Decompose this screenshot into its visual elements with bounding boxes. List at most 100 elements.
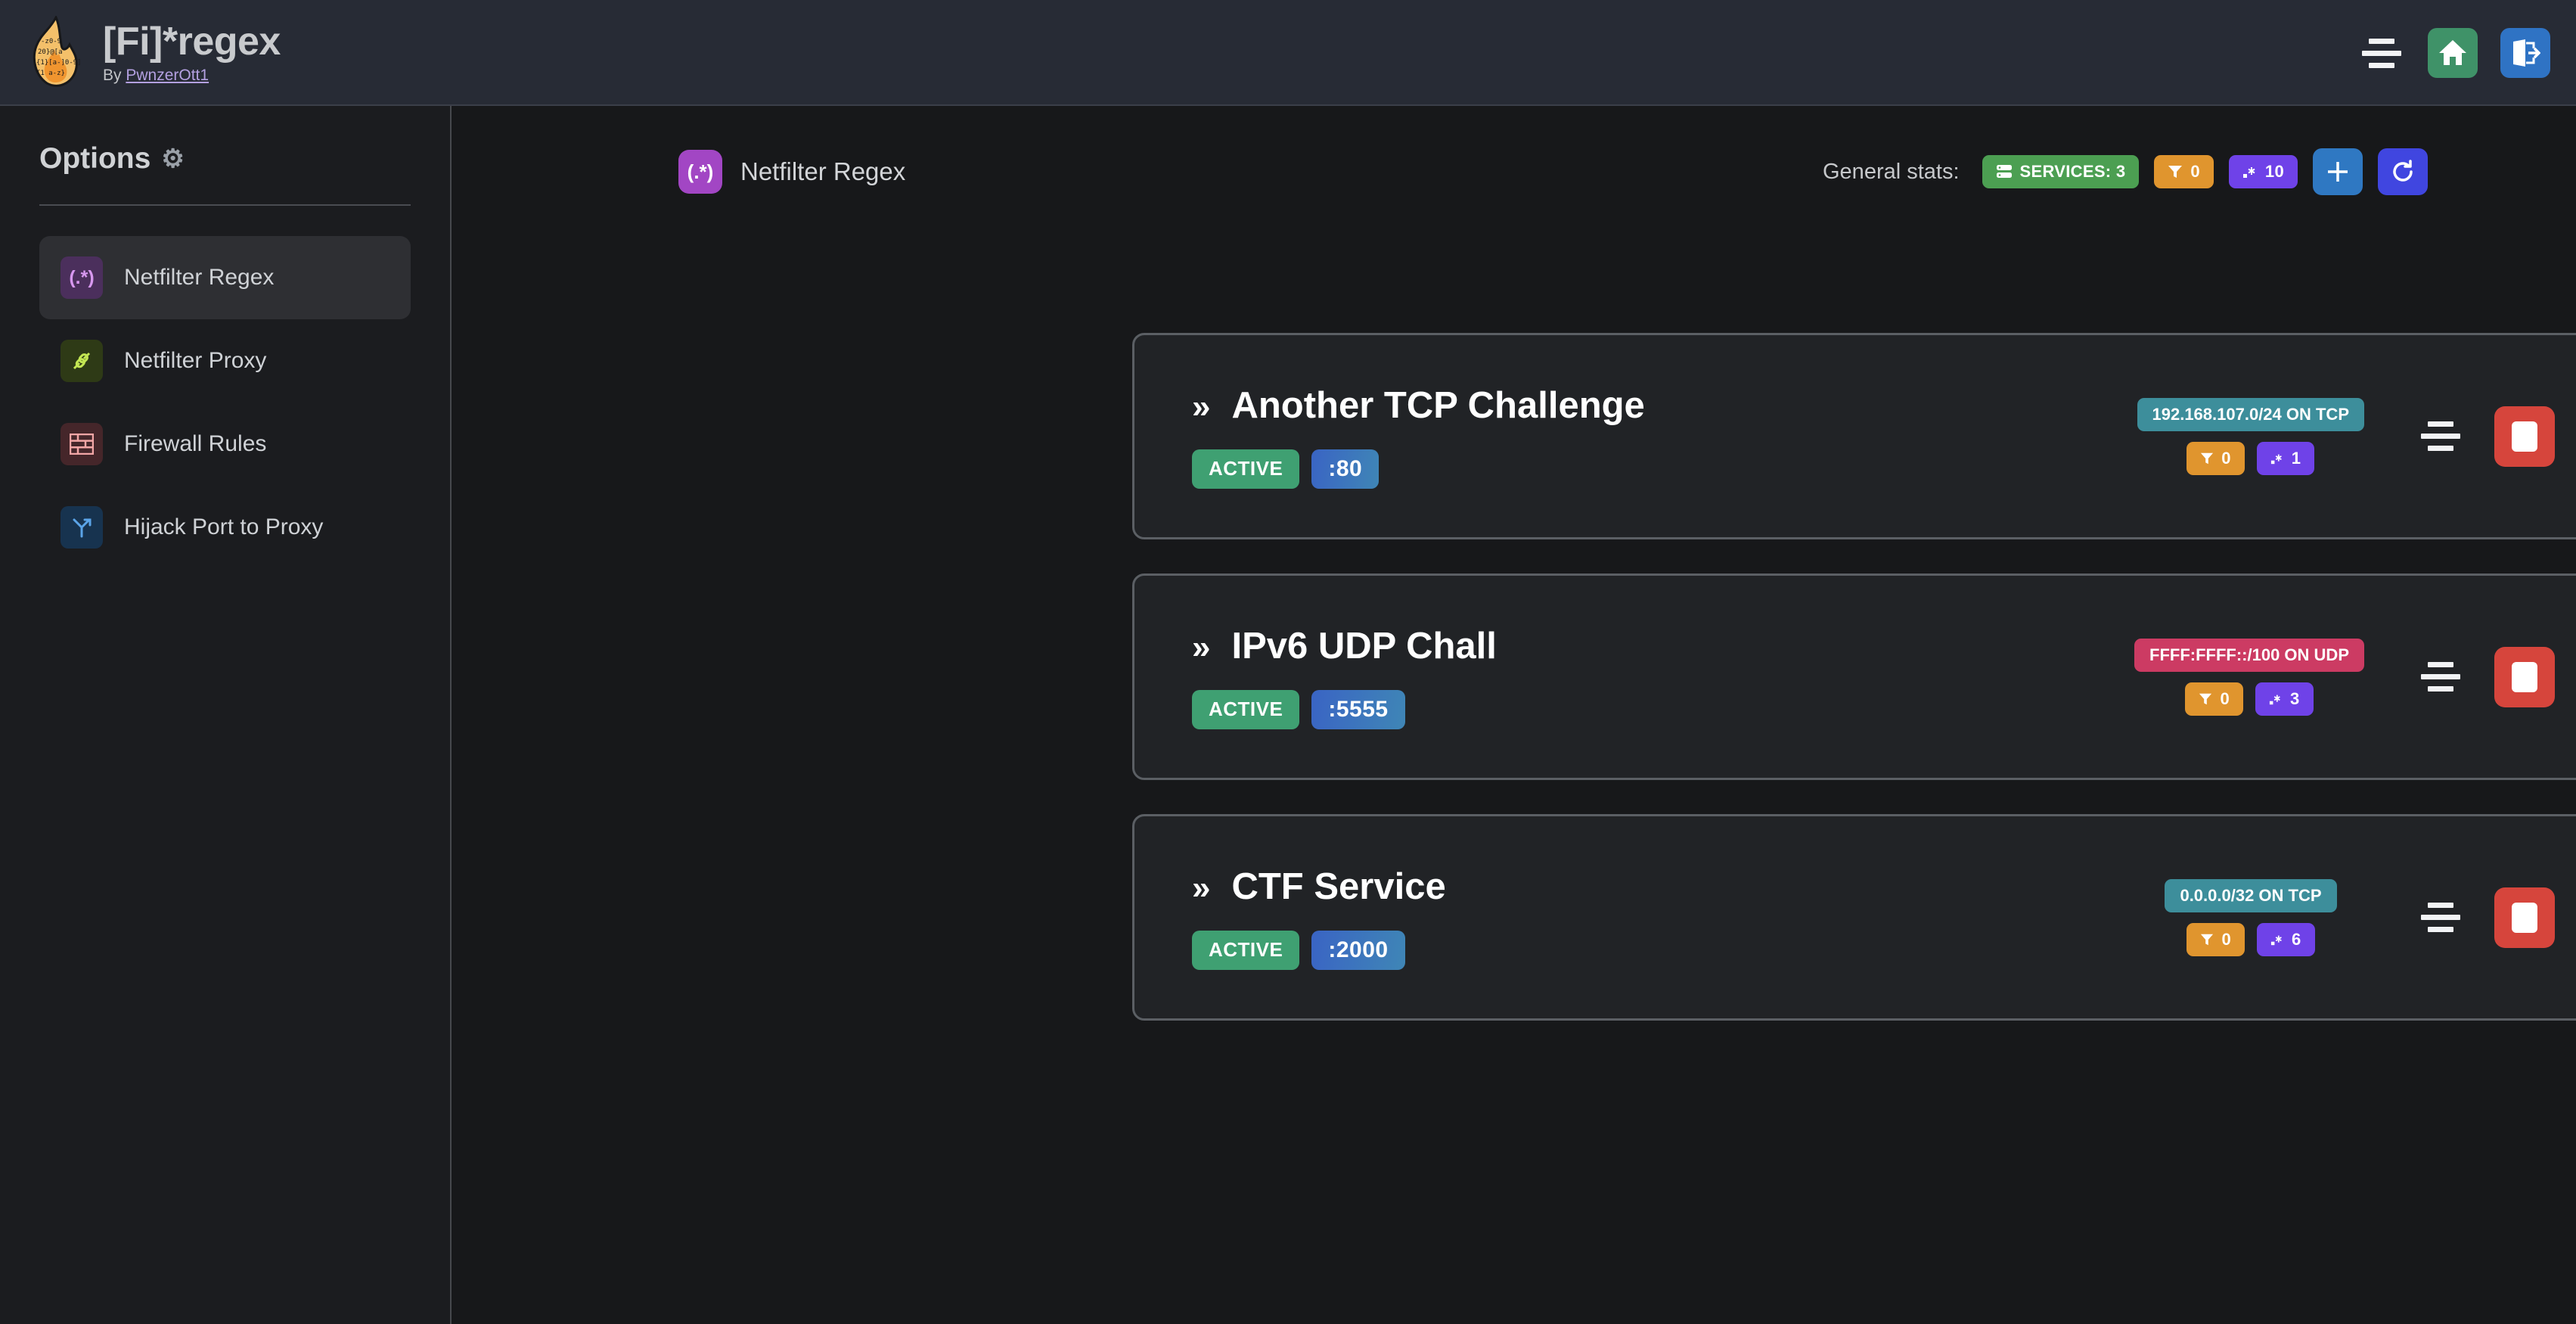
stop-icon	[2512, 661, 2537, 692]
regex-icon: (.*)	[678, 150, 722, 194]
service-regex-badge: 3	[2255, 682, 2314, 716]
sidebar-item-netfilter-proxy[interactable]: Netfilter Proxy	[39, 319, 411, 402]
service-network-info: FFFF:FFFF::/100 ON UDP 0 3	[2134, 638, 2364, 716]
home-icon	[2439, 40, 2466, 65]
stop-icon	[2512, 421, 2537, 452]
brick-wall-icon	[61, 423, 103, 465]
home-button[interactable]	[2428, 28, 2478, 78]
service-title: Another TCP Challenge	[1231, 384, 1645, 426]
brand-text: [Fi]*regex By PwnzerOtt1	[103, 21, 281, 85]
service-network-info: 0.0.0.0/32 ON TCP 0 6	[2137, 878, 2364, 956]
service-regex-badge: 1	[2256, 441, 2315, 475]
sidebar-item-label: Firewall Rules	[124, 431, 267, 456]
add-service-button[interactable]	[2313, 148, 2363, 195]
services-badge: SERVICES: 3	[1982, 155, 2140, 188]
service-card[interactable]: » IPv6 UDP Chall ACTIVE :5555 FFFF:FFFF:…	[1132, 573, 2576, 780]
service-card[interactable]: » Another TCP Challenge ACTIVE :80 192.1…	[1132, 333, 2576, 539]
logout-icon	[2513, 39, 2540, 67]
services-badge-label: SERVICES: 3	[2019, 162, 2126, 181]
sidebar: Options ⚙ (.*) Netfilter Regex Netfilter…	[0, 106, 452, 1324]
hamburger-icon[interactable]	[2358, 30, 2405, 76]
service-title: CTF Service	[1231, 866, 1446, 907]
svg-text:20}@[a: 20}@[a	[38, 48, 63, 56]
refresh-icon	[2393, 160, 2413, 182]
stop-button[interactable]	[2494, 646, 2555, 707]
service-filters-badge: 0	[2186, 922, 2245, 956]
stop-icon	[2512, 902, 2537, 933]
regex-dot-star-icon	[2242, 167, 2255, 178]
byline-prefix: By	[103, 66, 126, 84]
regex-dot-star-icon	[2270, 454, 2282, 464]
filters-badge: 0	[2154, 155, 2214, 188]
service-info: » CTF Service ACTIVE :2000	[1192, 866, 1446, 970]
sidebar-heading-label: Options	[39, 142, 151, 175]
service-regex-badge: 6	[2257, 922, 2315, 956]
sidebar-item-firewall-rules[interactable]: Firewall Rules	[39, 402, 411, 486]
sidebar-divider	[39, 204, 411, 206]
service-controls: 0.0.0.0/32 ON TCP 0 6	[2137, 878, 2576, 956]
service-controls: FFFF:FFFF::/100 ON UDP 0 3	[2134, 638, 2576, 716]
service-controls: 192.168.107.0/24 ON TCP 0 1	[2137, 397, 2576, 475]
general-stats-label: General stats:	[1823, 159, 1960, 184]
regex-icon: (.*)	[61, 256, 103, 299]
regex-dot-star-icon	[2270, 935, 2282, 945]
network-badge: 0.0.0.0/32 ON TCP	[2165, 878, 2337, 912]
service-pills: ACTIVE :2000	[1192, 930, 1446, 970]
sidebar-item-hijack-port-to-proxy[interactable]: Hijack Port to Proxy	[39, 486, 411, 569]
funnel-icon	[2168, 166, 2183, 178]
funnel-icon	[2199, 693, 2212, 704]
svg-text:-z0-9: -z0-9	[41, 38, 61, 45]
drag-handle-icon[interactable]	[2417, 654, 2464, 701]
brand: -z0-9 20}@[a {1}[a-]0-9] {1 a-z} [Fi]*re…	[26, 16, 281, 89]
regex-badge: 10	[2228, 155, 2298, 188]
service-title-row: » Another TCP Challenge	[1192, 384, 1645, 427]
service-filters-count: 0	[2221, 448, 2231, 468]
app-byline: By PwnzerOtt1	[103, 67, 281, 85]
plus-icon	[2328, 162, 2348, 182]
proxy-plug-icon	[61, 340, 103, 382]
funnel-icon	[2201, 934, 2214, 945]
refresh-button[interactable]	[2378, 148, 2428, 195]
sidebar-nav: (.*) Netfilter Regex Netfilter Proxy Fir…	[39, 236, 411, 569]
svg-text:{1}[a-]0-9]: {1}[a-]0-9]	[36, 59, 80, 67]
filters-badge-label: 0	[2190, 162, 2200, 181]
status-badge: ACTIVE	[1192, 689, 1300, 729]
app-header: -z0-9 20}@[a {1}[a-]0-9] {1 a-z} [Fi]*re…	[0, 0, 2576, 106]
service-title-row: » IPv6 UDP Chall	[1192, 625, 1497, 667]
service-pills: ACTIVE :80	[1192, 449, 1645, 489]
service-counters: 0 6	[2186, 922, 2315, 956]
logout-button[interactable]	[2500, 28, 2550, 78]
drag-handle-icon[interactable]	[2417, 413, 2464, 460]
sidebar-item-label: Hijack Port to Proxy	[124, 514, 324, 539]
branch-arrow-icon	[61, 506, 103, 549]
service-info: » Another TCP Challenge ACTIVE :80	[1192, 384, 1645, 489]
page-title: Netfilter Regex	[740, 157, 906, 185]
service-regex-count: 1	[2291, 448, 2301, 468]
author-link[interactable]: PwnzerOtt1	[126, 66, 209, 84]
double-chevron-icon: »	[1192, 387, 1211, 425]
double-chevron-icon: »	[1192, 869, 1211, 906]
service-info: » IPv6 UDP Chall ACTIVE :5555	[1192, 625, 1497, 729]
service-list: » Another TCP Challenge ACTIVE :80 192.1…	[1132, 333, 2576, 1055]
service-title: IPv6 UDP Chall	[1231, 625, 1497, 667]
drag-handle-icon[interactable]	[2417, 894, 2464, 941]
port-badge: :5555	[1311, 689, 1405, 729]
service-counters: 0 3	[2185, 682, 2314, 716]
status-badge: ACTIVE	[1192, 449, 1300, 489]
header-actions	[2358, 0, 2550, 106]
service-filters-badge: 0	[2185, 682, 2243, 716]
page-header: (.*) Netfilter Regex General stats: SERV…	[678, 145, 2428, 198]
svg-text:{1 a-z}: {1 a-z}	[36, 70, 65, 77]
service-card[interactable]: » CTF Service ACTIVE :2000 0.0.0.0/32 ON…	[1132, 814, 2576, 1021]
stop-button[interactable]	[2494, 406, 2555, 467]
sidebar-item-netfilter-regex[interactable]: (.*) Netfilter Regex	[39, 236, 411, 319]
regex-dot-star-icon	[2269, 695, 2280, 704]
service-filters-count: 0	[2220, 688, 2230, 708]
sidebar-item-label: Netfilter Proxy	[124, 348, 267, 373]
main-content: (.*) Netfilter Regex General stats: SERV…	[453, 106, 2576, 1324]
flame-logo-icon: -z0-9 20}@[a {1}[a-]0-9] {1 a-z}	[33, 16, 80, 87]
service-network-info: 192.168.107.0/24 ON TCP 0 1	[2137, 397, 2364, 475]
gear-icon: ⚙	[161, 145, 185, 173]
stop-button[interactable]	[2494, 887, 2555, 948]
service-regex-count: 6	[2292, 929, 2301, 949]
